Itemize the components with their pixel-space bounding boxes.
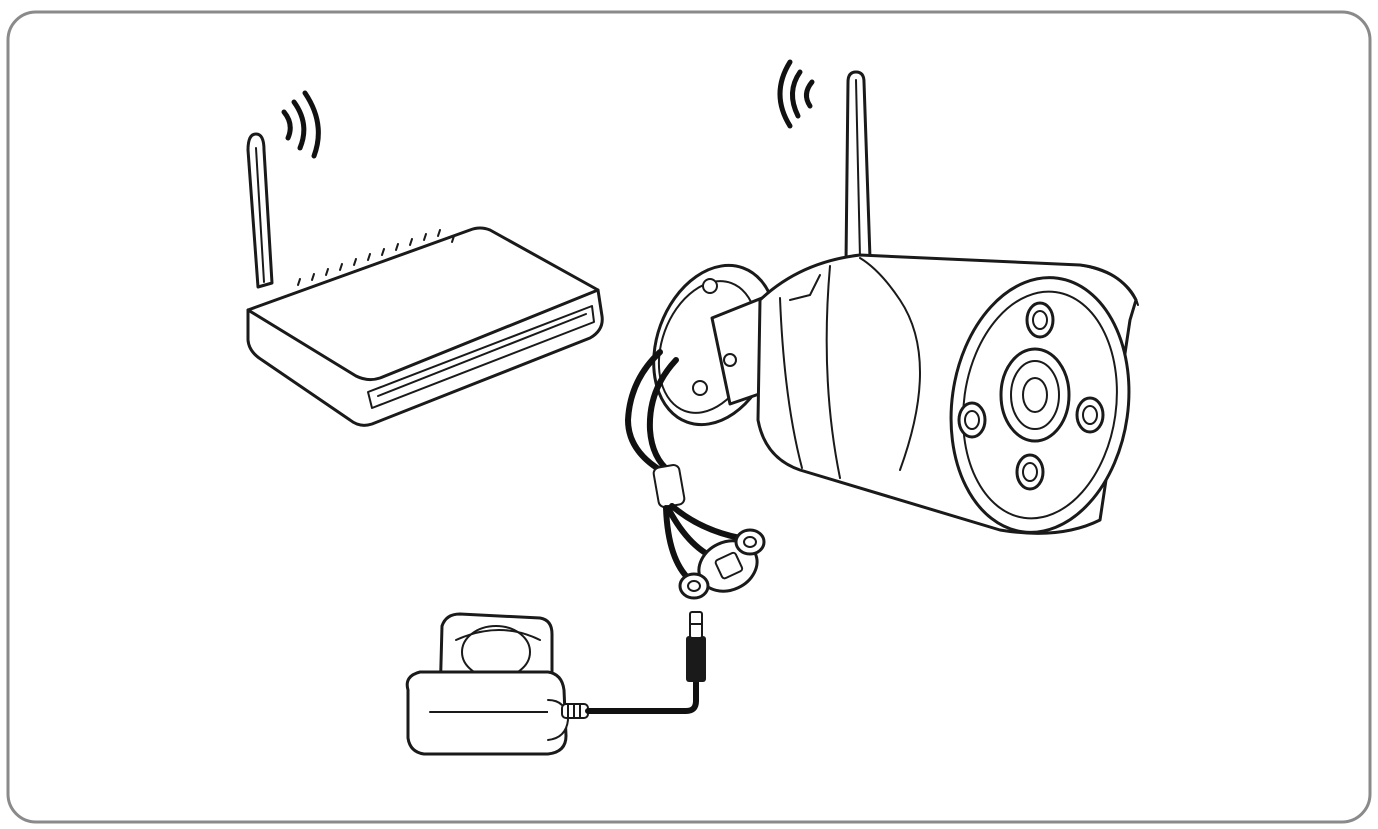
adapter-cable-strain-relief (561, 703, 589, 719)
camera-antenna (844, 70, 872, 264)
camera-wifi-signal-icon (777, 59, 815, 129)
camera-ir-led-array (957, 301, 1105, 491)
bnc-connector-icon (734, 528, 766, 556)
wifi-router-icon (246, 90, 604, 427)
power-adapter-icon (405, 611, 706, 756)
router-antenna (246, 132, 274, 289)
power-cable (585, 677, 699, 714)
dc-barrel-plug-icon (686, 611, 706, 682)
router-led-row (297, 229, 455, 286)
bullet-camera-icon (625, 59, 1139, 600)
router-body (246, 226, 604, 427)
dc-socket-icon (678, 572, 710, 600)
camera-pigtail-cables (625, 349, 766, 600)
router-wifi-signal-icon (281, 90, 321, 159)
camera-lens (999, 347, 1071, 443)
